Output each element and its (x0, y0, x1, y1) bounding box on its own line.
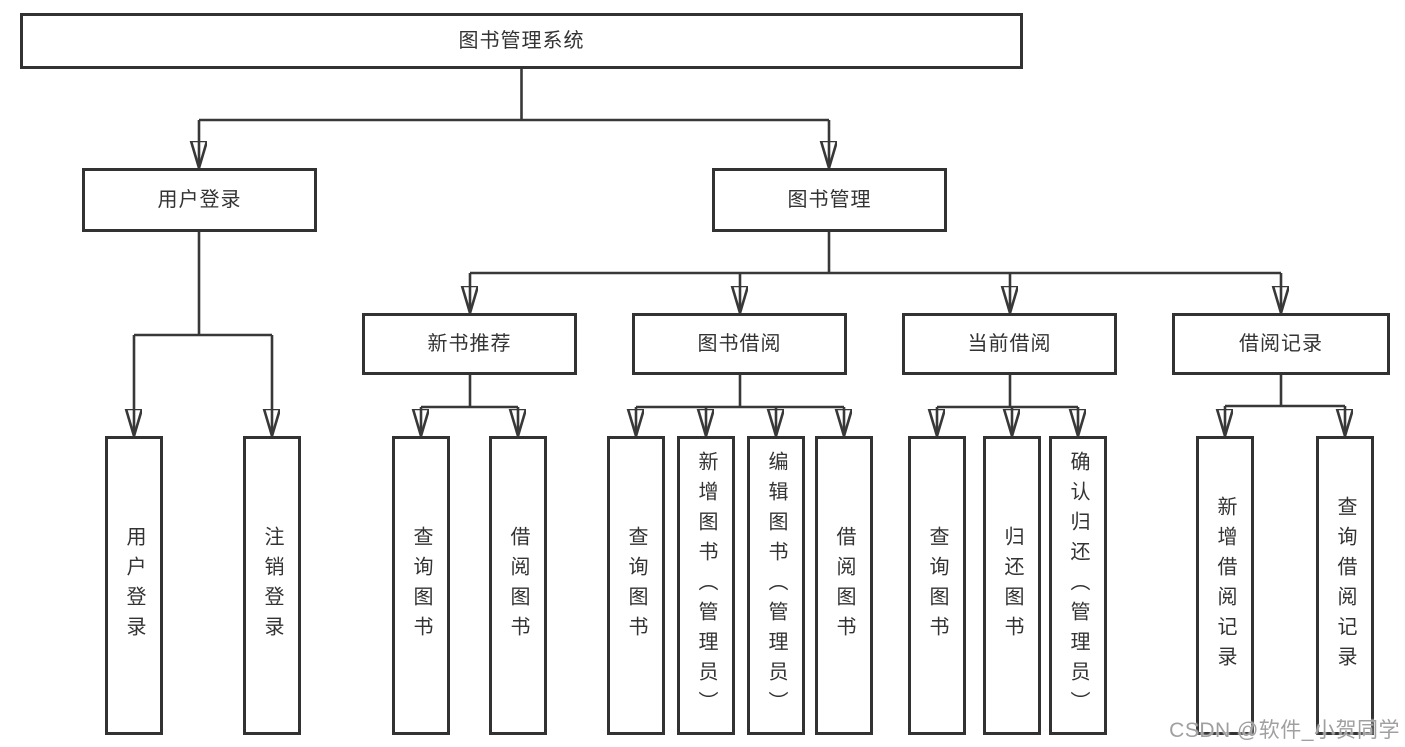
node-logout-leaf: 注销登录 (243, 436, 301, 735)
csdn-watermark: CSDN @软件_小贺同学 (1169, 719, 1400, 742)
node-query-borrow-record: 查询借阅记录 (1316, 436, 1374, 735)
node-user-login-leaf: 用户登录 (105, 436, 163, 735)
node-borrow-records: 借阅记录 (1172, 313, 1390, 375)
node-add-book-admin: 新增图书（管理员） (677, 436, 735, 735)
node-add-borrow-record: 新增借阅记录 (1196, 436, 1254, 735)
node-borrow-books-leaf: 借阅图书 (815, 436, 873, 735)
node-new-book-recommend: 新书推荐 (362, 313, 577, 375)
node-edit-book-admin: 编辑图书（管理员） (747, 436, 805, 735)
node-book-borrow: 图书借阅 (632, 313, 847, 375)
node-borrow-books-recommend: 借阅图书 (489, 436, 547, 735)
node-query-books-recommend: 查询图书 (392, 436, 450, 735)
node-library-system: 图书管理系统 (20, 13, 1023, 69)
node-query-books-borrow: 查询图书 (607, 436, 665, 735)
node-current-borrow: 当前借阅 (902, 313, 1117, 375)
node-user-login: 用户登录 (82, 168, 317, 232)
node-book-management: 图书管理 (712, 168, 947, 232)
node-query-books-current: 查询图书 (908, 436, 966, 735)
node-confirm-return-admin: 确认归还（管理员） (1049, 436, 1107, 735)
node-return-books: 归还图书 (983, 436, 1041, 735)
